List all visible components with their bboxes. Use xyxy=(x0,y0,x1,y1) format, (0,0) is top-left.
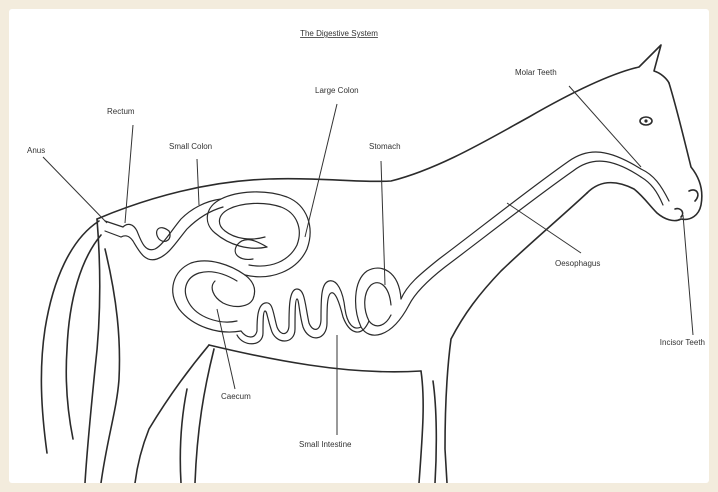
leader-incisor-teeth xyxy=(683,215,693,335)
leader-stomach xyxy=(381,161,385,285)
horse-belly xyxy=(209,345,421,372)
horse-hindquarters xyxy=(85,219,100,483)
diagram-title: The Digestive System xyxy=(300,29,378,38)
small-colon xyxy=(123,199,221,250)
large-colon-fold xyxy=(235,240,267,260)
horse-digestive-diagram: The Digestive System xyxy=(9,9,709,483)
label-stomach: Stomach xyxy=(369,142,401,151)
leader-caecum xyxy=(217,309,235,389)
small-intestine-loops-inner xyxy=(237,293,369,344)
label-anus: Anus xyxy=(27,146,45,155)
leader-large-colon xyxy=(305,104,337,237)
horse-front-leg-back xyxy=(419,371,423,483)
large-colon-inner xyxy=(219,203,299,266)
label-incisor-teeth: Incisor Teeth xyxy=(660,338,705,347)
label-rectum: Rectum xyxy=(107,107,135,116)
rectum-canal xyxy=(105,221,123,237)
horse-front-leg-inner xyxy=(433,381,436,483)
horse-hind-leg xyxy=(135,345,209,483)
label-small-colon: Small Colon xyxy=(169,142,212,151)
horse-outline xyxy=(41,45,702,483)
leader-rectum xyxy=(125,125,133,223)
oesophagus-upper xyxy=(401,152,641,299)
label-caecum: Caecum xyxy=(221,392,251,401)
label-molar-teeth: Molar Teeth xyxy=(515,68,557,77)
leader-anus xyxy=(43,157,107,223)
horse-tail-inner xyxy=(66,235,101,439)
caecum-coil xyxy=(212,275,254,306)
leader-oesophagus xyxy=(507,203,581,253)
horse-head xyxy=(587,83,702,221)
diagram-page: The Digestive System xyxy=(9,9,709,483)
horse-throat-chest xyxy=(445,193,587,483)
small-colon-wiggle xyxy=(157,228,170,242)
label-large-colon: Large Colon xyxy=(315,86,359,95)
caecum-inner xyxy=(185,272,237,322)
stomach-inner xyxy=(365,283,391,326)
horse-hind-leg-front xyxy=(195,349,214,483)
label-small-intestine: Small Intestine xyxy=(299,440,352,449)
label-oesophagus: Oesophagus xyxy=(555,259,600,268)
leader-small-colon xyxy=(197,159,199,205)
horse-gaskin xyxy=(101,249,119,483)
horse-hind-leg-inner xyxy=(180,389,187,483)
horse-back-and-neck xyxy=(97,45,669,219)
horse-pupil xyxy=(644,119,647,122)
small-intestine-loops xyxy=(241,281,361,337)
horse-nostril xyxy=(689,190,698,201)
horse-mouth xyxy=(675,209,683,217)
